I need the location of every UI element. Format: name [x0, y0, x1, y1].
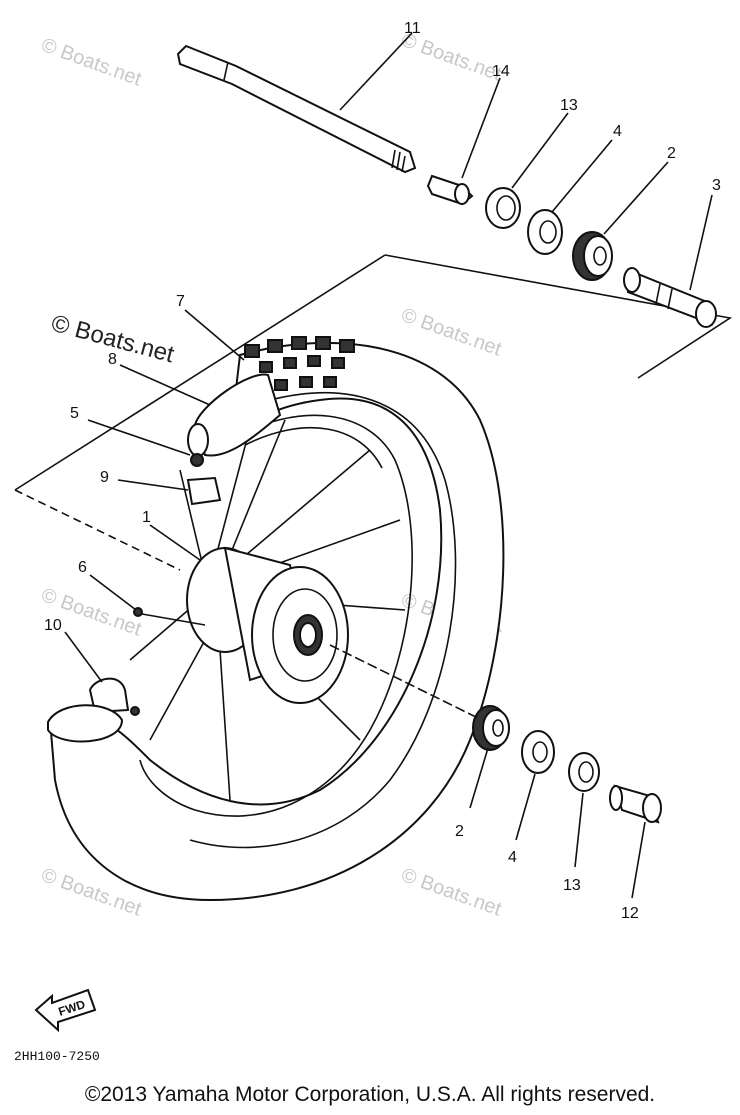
callout-1: 1 — [142, 509, 151, 526]
assembly-outline — [14, 254, 733, 571]
watermark: © Boats.net — [398, 864, 504, 921]
watermark: © Boats.net — [398, 29, 504, 86]
callout-13-top: 13 — [560, 97, 578, 114]
copyright-footer: ©2013 Yamaha Motor Corporation, U.S.A. A… — [84, 1083, 656, 1106]
collar-3 — [623, 267, 717, 328]
callout-8: 8 — [108, 351, 117, 368]
callout-2-bottom: 2 — [455, 823, 464, 840]
callout-6: 6 — [78, 559, 87, 576]
tire-tread — [244, 336, 355, 391]
rim — [139, 414, 413, 817]
spacer-4-top — [527, 209, 563, 255]
exploded-wheel-diagram: © Boats.net © Boats.net © Boats.net © Bo… — [14, 20, 733, 1064]
leader-lines — [64, 32, 713, 899]
bearing-2-top — [572, 231, 613, 281]
spacer-14 — [426, 174, 474, 206]
callout-5: 5 — [70, 405, 79, 422]
bearing-2-bottom — [472, 705, 510, 751]
callout-labels: 11 14 13 4 2 3 7 8 5 9 1 6 10 2 4 13 12 — [44, 20, 721, 922]
callout-11: 11 — [404, 20, 421, 37]
callout-4-top: 4 — [613, 123, 622, 140]
fwd-arrow-icon: FWD — [34, 988, 97, 1033]
callout-4-bottom: 4 — [508, 849, 517, 866]
callout-3: 3 — [712, 177, 721, 194]
rim-band — [47, 677, 140, 743]
oil-seal-13-top — [485, 187, 521, 229]
collar-12 — [609, 784, 662, 824]
callout-2-top: 2 — [667, 145, 676, 162]
callout-13-bottom: 13 — [563, 877, 581, 894]
callout-10: 10 — [44, 617, 62, 634]
hub — [186, 546, 349, 704]
watermark: © Boats.net — [38, 34, 144, 91]
callout-12: 12 — [621, 905, 639, 922]
rim-lock — [186, 373, 282, 506]
callout-7: 7 — [176, 293, 185, 310]
axle — [176, 44, 417, 174]
oil-seal-13-bottom — [568, 752, 600, 792]
callout-9: 9 — [100, 469, 109, 486]
spacer-4-bottom — [521, 730, 555, 774]
watermark: © Boats.net — [398, 304, 504, 361]
drawing-code: 2HH100-7250 — [14, 1049, 100, 1064]
callout-14: 14 — [492, 63, 510, 80]
